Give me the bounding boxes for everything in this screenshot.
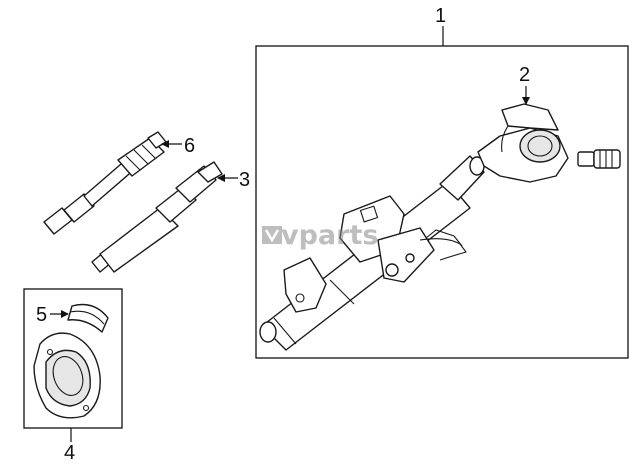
lock-housing[interactable] xyxy=(477,103,569,183)
watermark-text: vparts xyxy=(281,220,378,251)
boot-group-frame xyxy=(23,288,123,429)
mounting-bolt[interactable] xyxy=(577,149,621,169)
watermark-logo-icon xyxy=(262,226,282,244)
callout-label-2: 2 xyxy=(519,64,530,86)
column-boot-cover[interactable] xyxy=(33,332,101,419)
seal-ring[interactable] xyxy=(67,303,109,333)
callout-label-5: 5 xyxy=(36,304,47,326)
callout-label-1: 1 xyxy=(435,5,446,27)
intermediate-shaft-lower[interactable] xyxy=(91,161,223,273)
intermediate-shaft-upper[interactable] xyxy=(43,131,167,235)
steering-column-assembly[interactable] xyxy=(259,155,485,351)
column-assembly-frame xyxy=(255,45,629,359)
callout-label-4: 4 xyxy=(64,442,75,464)
watermark: vparts xyxy=(262,220,378,251)
callout-label-3: 3 xyxy=(239,169,250,191)
callout-label-6: 6 xyxy=(184,135,195,157)
